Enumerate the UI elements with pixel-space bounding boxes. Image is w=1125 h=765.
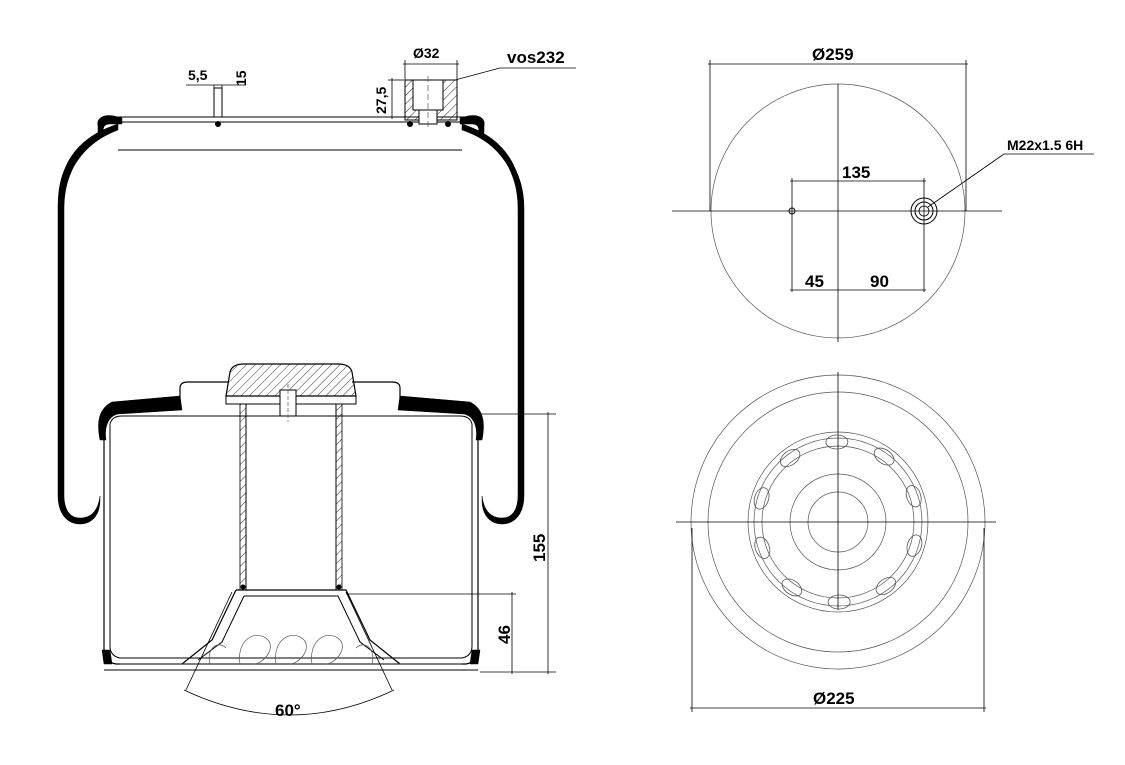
offset-135-label: 135 xyxy=(842,163,870,182)
side-dimensions: 5,5 15 27,5 Ø32 vos232 155 46 xyxy=(183,45,576,720)
rib-pocket xyxy=(875,576,897,596)
rib-pocket xyxy=(753,487,770,510)
rib-pocket xyxy=(781,578,803,597)
offset-45-label: 45 xyxy=(805,272,824,291)
dim-15-label: 15 xyxy=(233,70,249,86)
thread-label: M22x1.5 6H xyxy=(1007,137,1083,153)
dim-5-5-label: 5,5 xyxy=(188,67,208,83)
top-plate xyxy=(97,76,485,135)
rib-pocket xyxy=(873,447,895,466)
rib-pocket xyxy=(906,534,923,557)
piston xyxy=(101,363,481,671)
rib-pocket xyxy=(827,594,851,610)
height-46-label: 46 xyxy=(495,625,514,644)
piston-ribs xyxy=(753,434,923,610)
height-155-label: 155 xyxy=(530,534,549,562)
rib-pocket xyxy=(779,448,801,468)
top-view: Ø259 M22x1.5 6H 135 45 90 xyxy=(672,45,1094,342)
dim-27-5-label: 27,5 xyxy=(373,87,389,114)
rubber-bellow xyxy=(57,123,525,525)
part-number-label: vos232 xyxy=(507,48,565,67)
bottom-diameter-label: Ø225 xyxy=(813,689,855,708)
rib-pocket xyxy=(825,434,849,450)
bore-diameter-label: Ø32 xyxy=(413,45,440,61)
rib-pocket xyxy=(754,536,771,559)
bottom-view: Ø225 xyxy=(676,372,996,712)
offset-90-label: 90 xyxy=(870,272,889,291)
rib-pocket xyxy=(905,485,922,508)
top-diameter-label: Ø259 xyxy=(812,45,854,64)
side-view: 5,5 15 27,5 Ø32 vos232 155 46 xyxy=(57,45,576,720)
angle-label: 60° xyxy=(275,701,301,720)
